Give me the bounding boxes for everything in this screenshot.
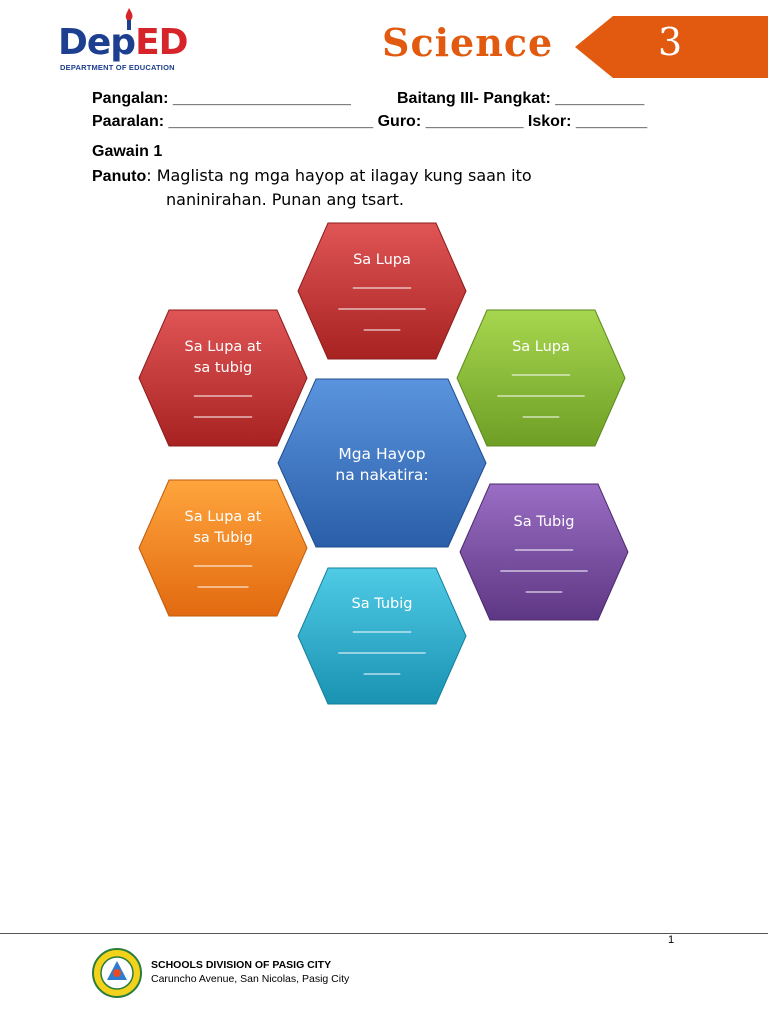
- school-address: Caruncho Avenue, San Nicolas, Pasig City: [151, 973, 350, 985]
- panuto-text: : Maglista ng mga hayop at ilagay kung s…: [146, 166, 532, 185]
- pangalan-field[interactable]: Pangalan: ____________________: [92, 90, 351, 107]
- hex-right-top-text[interactable]: Sa Lupa ________ ____________ _____: [497, 339, 585, 418]
- deped-logo: DepED DEPARTMENT OF EDUCATION: [58, 8, 198, 74]
- hex-bottom: [297, 567, 467, 705]
- hex-left-bottom: [138, 479, 308, 617]
- hex-bottom-text[interactable]: Sa Tubig ________ ____________ _____: [338, 596, 426, 675]
- page-number: 1: [668, 934, 675, 946]
- hex-center: [277, 378, 487, 548]
- panuto-text-2: naninirahan. Punan ang tsart.: [166, 190, 404, 209]
- hex-right-top: [456, 309, 626, 447]
- hex-left-bottom-text[interactable]: Sa Lupa at sa Tubig ________ _______: [184, 509, 262, 588]
- hex-top: [297, 222, 467, 360]
- panuto-label: Panuto: [92, 168, 147, 185]
- panuto-line: Panuto: Maglista ng mga hayop at ilagay …: [92, 166, 532, 186]
- subject-title: Science: [382, 20, 554, 65]
- pasig-seal-icon: [92, 948, 142, 998]
- hex-left-top: [138, 309, 308, 447]
- hex-center-text: Mga Hayop na nakatira:: [335, 445, 429, 484]
- activity-title: Gawain 1: [92, 143, 163, 160]
- hex-right-bottom-text[interactable]: Sa Tubig ________ ____________ _____: [500, 514, 588, 593]
- logo-subtitle: DEPARTMENT OF EDUCATION: [60, 63, 175, 72]
- paaralan-field[interactable]: Paaralan: _______________________ Guro: …: [92, 113, 648, 130]
- grade-number: 3: [658, 20, 683, 64]
- hex-right-bottom: [459, 483, 629, 621]
- grade-tab: [575, 16, 768, 78]
- hex-top-text[interactable]: Sa Lupa ________ ____________ _____: [338, 252, 426, 331]
- hex-left-top-text[interactable]: Sa Lupa at sa tubig ________ ________: [184, 339, 262, 418]
- torch-icon: [125, 8, 133, 30]
- logo-wordmark: DepED: [58, 22, 189, 63]
- baitang-field[interactable]: Baitang III- Pangkat: __________: [397, 90, 645, 107]
- school-division-name: SCHOOLS DIVISION OF PASIG CITY: [151, 959, 332, 971]
- footer-divider: [0, 933, 768, 934]
